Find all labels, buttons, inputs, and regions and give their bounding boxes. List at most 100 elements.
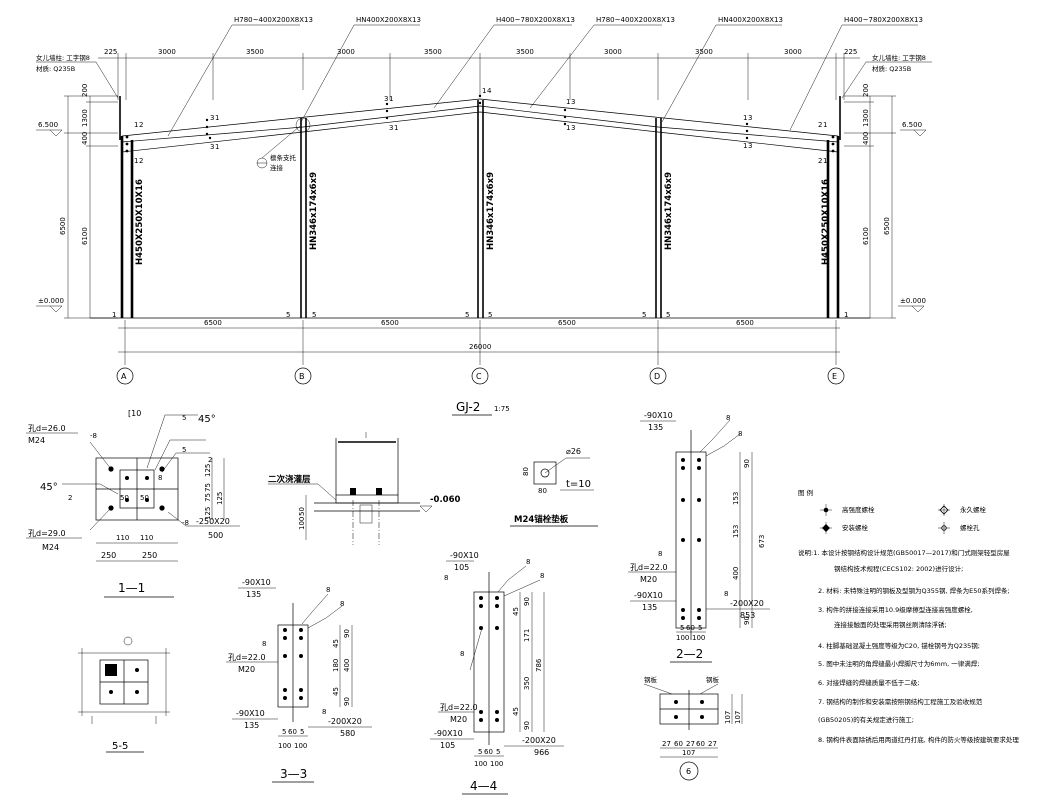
misc-dim: 8: [158, 474, 162, 482]
joint-num: 1: [215, 143, 219, 151]
dim-right: 90: [343, 629, 351, 638]
svg-text:永久螺栓: 永久螺栓: [960, 505, 987, 514]
joint-num: 1: [566, 124, 570, 132]
plate-title: M24锚栓垫板: [514, 514, 569, 525]
note-line: 3. 构件的拼接连接采用10.9级摩擦型连接高强度螺栓,: [818, 605, 973, 614]
joint-num: 4: [487, 87, 492, 95]
note-line: 2. 材料: 未特殊注明的钢板及型钢为Q355钢, 焊条为E50系列焊条;: [818, 586, 1010, 595]
note-line: 连接接触面的处理采用钢丝刷清除浮锈;: [834, 620, 947, 629]
bottom-dim: 110: [116, 534, 129, 542]
axis-label: B: [299, 372, 305, 381]
callout-text: 连接: [270, 163, 284, 172]
end-plate: -200X20: [522, 736, 556, 745]
end-plate: -200X20: [328, 717, 362, 726]
joint-num: 3: [748, 142, 752, 150]
member-label: H780~400X200X8X13: [234, 16, 313, 24]
misc: 8: [262, 640, 266, 648]
dim-bottom: 5: [282, 728, 286, 736]
dim-bottom: 5: [698, 624, 702, 632]
misc: 8: [322, 708, 326, 716]
note-line: 钢结构技术规程(CECS102: 2002)进行设计;: [834, 564, 963, 573]
plate-phi: ⌀26: [566, 447, 581, 456]
dim-right: 45: [332, 639, 340, 648]
joint-num: 1: [394, 124, 398, 132]
bolt-label: M20: [450, 715, 467, 724]
misc: 8: [540, 572, 544, 580]
right-dim: 75: [204, 493, 212, 502]
misc: 8: [326, 586, 330, 594]
bolt-label: M20: [238, 665, 255, 674]
detail-anchor: 二次浇灌层 -0.060 100 50: [268, 432, 460, 545]
detail-6: 钢板 钢板 27 60 27 60 27 107 107 107 6: [643, 675, 743, 781]
anchor-dim: 100: [298, 517, 306, 530]
misc: 8: [738, 430, 742, 438]
hole-label: 孔d=26.0: [28, 424, 66, 433]
svg-text:高强度螺栓: 高强度螺栓: [842, 505, 875, 514]
legend-item-hsb: 高强度螺栓: [820, 504, 875, 516]
legend: 图 例 高强度螺栓 永久螺栓 安装螺栓 螺栓孔: [798, 488, 987, 534]
bolt-label: M20: [640, 575, 657, 584]
base-joint: 5: [488, 311, 492, 319]
dim-right: 400: [732, 567, 740, 580]
joint-num: 3: [748, 114, 752, 122]
hole-label: 孔d=22.0: [630, 563, 668, 572]
dim-bottom: 5: [496, 748, 500, 756]
frame-title: GJ-2: [456, 400, 480, 414]
joint-num: 3: [571, 98, 575, 106]
axis-label: C: [476, 372, 482, 381]
base-joint: 1: [844, 311, 848, 319]
dim: 107: [682, 749, 695, 757]
detail-title: 4—4: [470, 779, 497, 793]
legend-item-erection: 安装螺栓: [820, 522, 869, 534]
channel-label: [10: [128, 409, 141, 418]
misc: 8: [460, 650, 464, 658]
dim-bottom: 100: [490, 760, 503, 768]
top-dim: 3500: [424, 48, 442, 56]
member-label: HN400X200X8X13: [356, 16, 421, 24]
joint-num: 3: [389, 124, 393, 132]
joint-num: 1: [389, 95, 393, 103]
dim-bottom: 5: [680, 624, 684, 632]
plate-label: 钢板: [644, 675, 658, 684]
end-plate: -200X20: [730, 599, 764, 608]
right-dim: 6100: [862, 227, 870, 245]
plate-bot-len: 135: [244, 721, 259, 730]
dim-right: 673: [758, 535, 766, 548]
top-dim: 3500: [246, 48, 264, 56]
misc-dim: 50: [120, 494, 129, 502]
bolt-label: M24: [42, 543, 59, 552]
plate-top-len: 135: [648, 423, 663, 432]
detail-tag: 6: [686, 767, 691, 776]
plate-len: 500: [208, 531, 223, 540]
plate-top-len: 105: [454, 563, 469, 572]
legend-item-permanent: 永久螺栓: [938, 504, 987, 516]
dim-bottom: 100: [676, 634, 689, 642]
misc: 8: [658, 550, 662, 558]
misc-dim: -8: [90, 432, 97, 440]
member-label: H400~780X200X8X13: [496, 16, 575, 24]
joint-num: 1: [823, 121, 827, 129]
right-dim: 125: [216, 492, 224, 505]
end-plate-len: 853: [740, 611, 755, 620]
top-dim: 3500: [516, 48, 534, 56]
plate-size: 80: [538, 487, 547, 495]
angle-label: 45°: [40, 482, 58, 493]
elev-eave: 6.500: [38, 121, 58, 129]
design-notes: 说明:1. 本设计按钢结构设计规范(GB50017—2017)和门式刚架轻型房屋…: [798, 548, 1019, 744]
top-dim: 3000: [604, 48, 622, 56]
elev-ground: ±0.000: [38, 297, 64, 305]
left-dim: 6100: [81, 227, 89, 245]
member-label: H400~780X200X8X13: [844, 16, 923, 24]
member-label: HN400X200X8X13: [718, 16, 783, 24]
detail-5-5: 5-5: [78, 636, 170, 753]
legend-item-hole: 螺栓孔: [938, 522, 980, 534]
dim-bottom: 100: [692, 634, 705, 642]
column-label: HN346x174x6x9: [486, 172, 496, 250]
plate-bot: -90X10: [434, 729, 463, 738]
right-dim: 6500: [883, 217, 891, 235]
joint-num: 3: [210, 143, 214, 151]
misc: 8: [526, 558, 530, 566]
dim-bottom: 5: [478, 748, 482, 756]
axis-label: D: [654, 372, 660, 381]
right-dim: 200: [862, 84, 870, 97]
